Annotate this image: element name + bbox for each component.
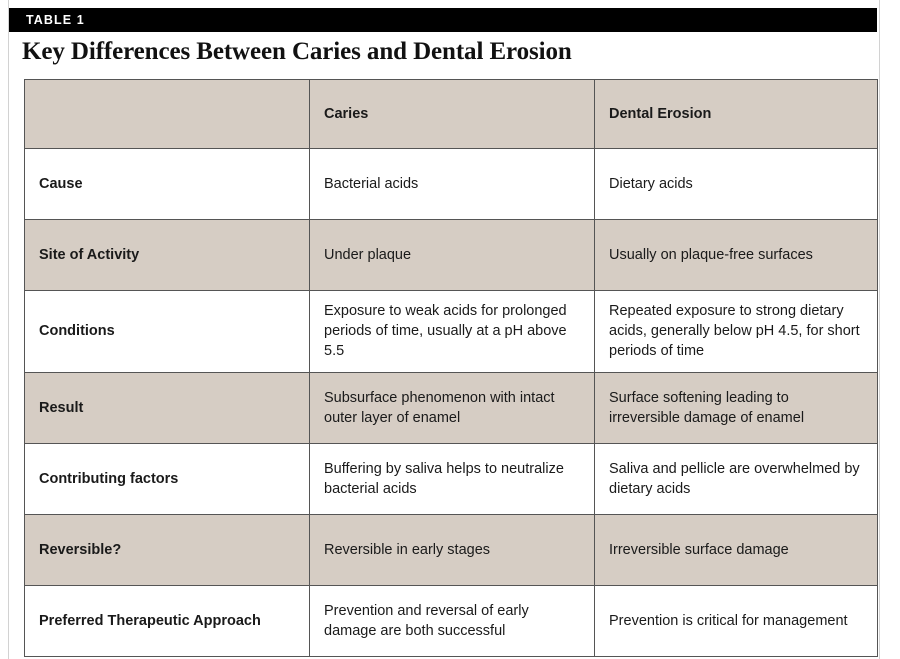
row-label: Reversible? [24, 514, 310, 586]
row-label: Result [24, 372, 310, 444]
cell-caries: Prevention and reversal of early damage … [309, 585, 595, 657]
row-label: Conditions [24, 290, 310, 373]
row-label: Preferred Therapeutic Approach [24, 585, 310, 657]
row-label: Contributing factors [24, 443, 310, 515]
column-header-caries: Caries [309, 79, 595, 149]
cell-erosion: Surface softening leading to irreversibl… [594, 372, 878, 444]
cell-erosion: Repeated exposure to strong dietary acid… [594, 290, 878, 373]
cell-erosion: Prevention is critical for management [594, 585, 878, 657]
column-header-blank [24, 79, 310, 149]
cell-caries: Under plaque [309, 219, 595, 291]
row-label: Cause [24, 148, 310, 220]
table-row: Reversible? Reversible in early stages I… [24, 514, 878, 586]
table-header-row: Caries Dental Erosion [24, 79, 878, 149]
table-number-label: TABLE 1 [26, 13, 85, 27]
column-header-dental-erosion: Dental Erosion [594, 79, 878, 149]
comparison-table: Caries Dental Erosion Cause Bacterial ac… [24, 79, 878, 657]
table-row: Cause Bacterial acids Dietary acids [24, 148, 878, 220]
cell-erosion: Usually on plaque-free surfaces [594, 219, 878, 291]
table-title: Key Differences Between Caries and Denta… [22, 38, 572, 65]
table-row: Conditions Exposure to weak acids for pr… [24, 290, 878, 373]
table-row: Contributing factors Buffering by saliva… [24, 443, 878, 515]
cell-caries: Subsurface phenomenon with intact outer … [309, 372, 595, 444]
cell-caries: Bacterial acids [309, 148, 595, 220]
table-row: Preferred Therapeutic Approach Preventio… [24, 585, 878, 657]
table-row: Result Subsurface phenomenon with intact… [24, 372, 878, 444]
table-row: Site of Activity Under plaque Usually on… [24, 219, 878, 291]
cell-caries: Reversible in early stages [309, 514, 595, 586]
cell-erosion: Irreversible surface damage [594, 514, 878, 586]
row-label: Site of Activity [24, 219, 310, 291]
cell-caries: Exposure to weak acids for prolonged per… [309, 290, 595, 373]
cell-caries: Buffering by saliva helps to neutralize … [309, 443, 595, 515]
cell-erosion: Saliva and pellicle are overwhelmed by d… [594, 443, 878, 515]
table-number-bar: TABLE 1 [9, 8, 877, 32]
cell-erosion: Dietary acids [594, 148, 878, 220]
